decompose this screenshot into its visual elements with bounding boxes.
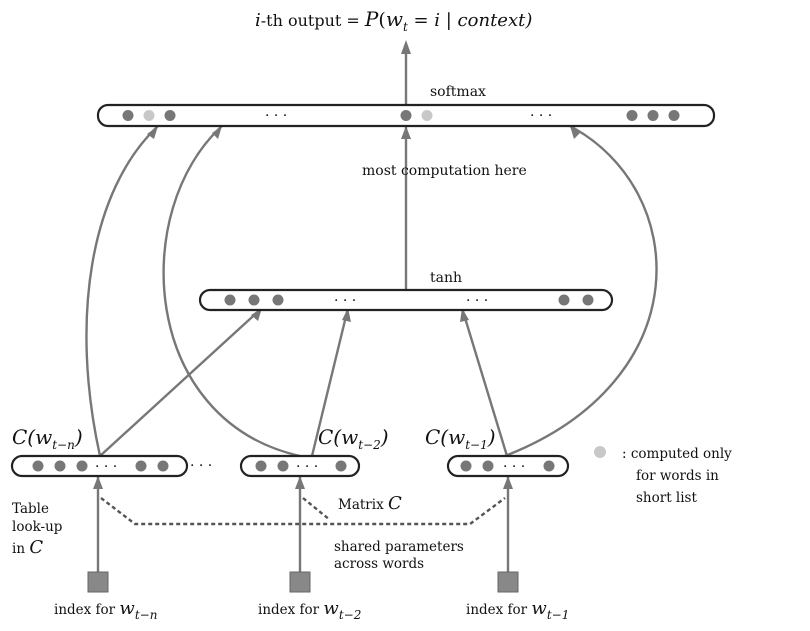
embedding-label-2: C(wt−2) — [318, 425, 389, 452]
edge-embed-n-to-softmax — [85, 125, 159, 457]
softmax-unit — [647, 110, 659, 121]
embedding-unit — [157, 460, 169, 472]
index-label-n: index for wt−n — [54, 598, 157, 622]
shared-parameters-line — [100, 497, 506, 526]
arrowhead-softmax-right — [570, 126, 580, 139]
connections — [85, 52, 658, 572]
shared-parameters-link-matrix — [302, 497, 331, 521]
embedding-layer-1: · · · — [446, 454, 570, 478]
embedding-unit — [335, 460, 347, 472]
edge-embed-2-to-tanh — [310, 307, 350, 457]
arrowhead-softmax — [401, 126, 411, 139]
arrowhead-tanh-3 — [460, 308, 469, 322]
softmax-label: softmax — [430, 84, 486, 100]
lookup-line-2: look-up — [12, 519, 62, 535]
tanh-unit — [272, 294, 284, 306]
edge-embed-1-to-softmax — [504, 124, 658, 458]
tanh-ellipsis-left: · · · — [334, 293, 356, 309]
embedding-unit — [255, 460, 267, 472]
edge-embed-1-to-tanh — [460, 307, 509, 457]
index-label-1: index for wt−1 — [466, 598, 569, 622]
legend-line-3: short list — [636, 490, 697, 506]
index-label-2: index for wt−2 — [258, 598, 361, 622]
arrowhead-embed-2 — [295, 476, 305, 489]
softmax-unit — [400, 110, 412, 121]
shared-params-line-1: shared parameters — [334, 539, 464, 555]
embedding-unit — [482, 460, 494, 472]
arrowhead-output — [401, 40, 411, 54]
tanh-unit — [248, 294, 260, 306]
embedding-ellipsis: · · · — [503, 459, 525, 475]
tanh-unit — [582, 294, 594, 306]
shared-params-line-2: across words — [334, 556, 424, 572]
softmax-unit — [668, 110, 680, 121]
embeddings-gap-ellipsis: · · · — [190, 458, 212, 474]
softmax-ellipsis-left: · · · — [265, 108, 287, 124]
word-index-square-2 — [289, 571, 311, 593]
arrowhead-tanh-1 — [251, 308, 262, 321]
legend-line-2: for words in — [636, 468, 719, 484]
softmax-unit — [122, 110, 134, 121]
embedding-unit — [76, 460, 88, 472]
softmax-unit-shortlist — [143, 110, 155, 121]
softmax-ellipsis-right: · · · — [530, 108, 552, 124]
edge-embed-2-to-softmax — [162, 125, 301, 458]
embedding-unit — [54, 460, 66, 472]
tanh-unit — [224, 294, 236, 306]
word-index-square-1 — [497, 571, 519, 593]
tanh-unit — [558, 294, 570, 306]
embedding-label-n: C(wt−n) — [12, 425, 83, 452]
edge-embed-n-to-tanh — [99, 307, 263, 457]
softmax-unit — [164, 110, 176, 121]
arrowhead-embed-n — [93, 476, 103, 489]
softmax-layer: · · · · · · — [96, 103, 716, 128]
tanh-label: tanh — [430, 270, 462, 286]
embedding-box-2 — [239, 454, 361, 478]
embedding-unit — [32, 460, 44, 472]
embedding-layer-n: · · · — [10, 454, 189, 478]
legend-shortlist-dot — [594, 446, 606, 458]
arrowhead-softmax-left1 — [147, 126, 158, 139]
embedding-ellipsis: · · · — [95, 459, 117, 475]
arrowhead-softmax-left2 — [212, 126, 222, 139]
embedding-box-1 — [446, 454, 570, 478]
softmax-unit — [626, 110, 638, 121]
output-formula: i-th output = P(wt = i | context) — [255, 7, 532, 34]
legend-line-1: : computed only — [622, 446, 732, 462]
tanh-ellipsis-right: · · · — [466, 293, 488, 309]
computation-note: most computation here — [362, 163, 527, 179]
embedding-ellipsis: · · · — [296, 459, 318, 475]
embedding-label-1: C(wt−1) — [425, 425, 496, 452]
embedding-unit — [543, 460, 555, 472]
lookup-line-1: Table — [12, 501, 49, 517]
embedding-unit — [135, 460, 147, 472]
embedding-layer-2: · · · — [239, 454, 361, 478]
arrowheads — [93, 40, 580, 489]
softmax-unit-shortlist — [421, 110, 433, 121]
word-index-square-n — [87, 571, 109, 593]
arrowhead-tanh-2 — [342, 308, 351, 322]
tanh-layer: · · · · · · — [198, 288, 614, 312]
arrowhead-embed-1 — [503, 476, 513, 489]
lookup-line-3: in C — [12, 537, 43, 558]
embedding-unit — [460, 460, 472, 472]
matrix-label: Matrix C — [338, 493, 402, 514]
tanh-layer-box — [198, 288, 614, 312]
embedding-unit — [277, 460, 289, 472]
